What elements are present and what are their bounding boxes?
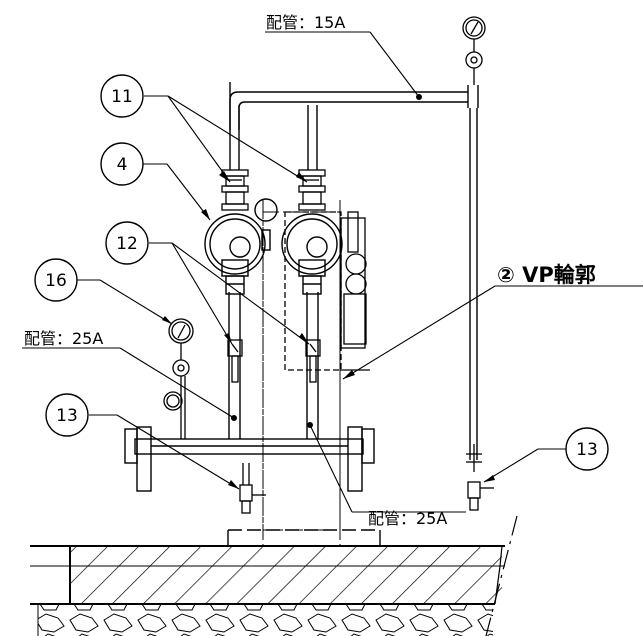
vp-section-label: ② VP輪郭 (497, 263, 596, 287)
svg-text:4: 4 (117, 155, 128, 175)
pedestal-centerlines (262, 200, 341, 546)
pressure-gauge-left (163, 318, 194, 439)
header-manifold (124, 426, 375, 492)
regulator-right (281, 213, 343, 295)
pedestal-base (227, 529, 381, 546)
regulator-left (204, 198, 278, 295)
callout-4: 4 (100, 142, 144, 186)
pipe-15a-line (229, 85, 479, 460)
callout-12: 12 (105, 221, 149, 265)
drain-valve-right (466, 444, 494, 511)
leader-arrowheads (162, 171, 495, 489)
break-line (485, 515, 518, 636)
foundation-slab (30, 545, 505, 605)
drain-valve-left (239, 463, 266, 514)
riser-pipe-right (306, 105, 319, 439)
pressure-gauge-right (462, 16, 486, 85)
leader-dots (231, 94, 422, 428)
callout-13-right: 13 (565, 427, 609, 471)
gravel-layer (37, 604, 493, 636)
svg-text:11: 11 (111, 87, 133, 107)
svg-text:13: 13 (56, 406, 78, 426)
pipe-25a-bottom-label: 配管：25A (368, 509, 447, 528)
svg-text:16: 16 (45, 271, 67, 291)
valve-stack-left (221, 169, 249, 211)
callout-11: 11 (100, 74, 144, 118)
callout-16: 16 (34, 258, 78, 302)
ball-valve-left (227, 339, 243, 383)
vp-profile (284, 211, 370, 371)
svg-text:12: 12 (116, 234, 138, 254)
pipe-25a-left-label: 配管：25A (24, 329, 103, 348)
ball-valve-right (305, 339, 321, 383)
valve-stack-right (298, 169, 326, 211)
callout-13-left: 13 (45, 393, 89, 437)
pipe-15a-label: 配管：15A (266, 13, 345, 32)
leader-lines (22, 31, 643, 513)
svg-text:13: 13 (576, 440, 598, 460)
